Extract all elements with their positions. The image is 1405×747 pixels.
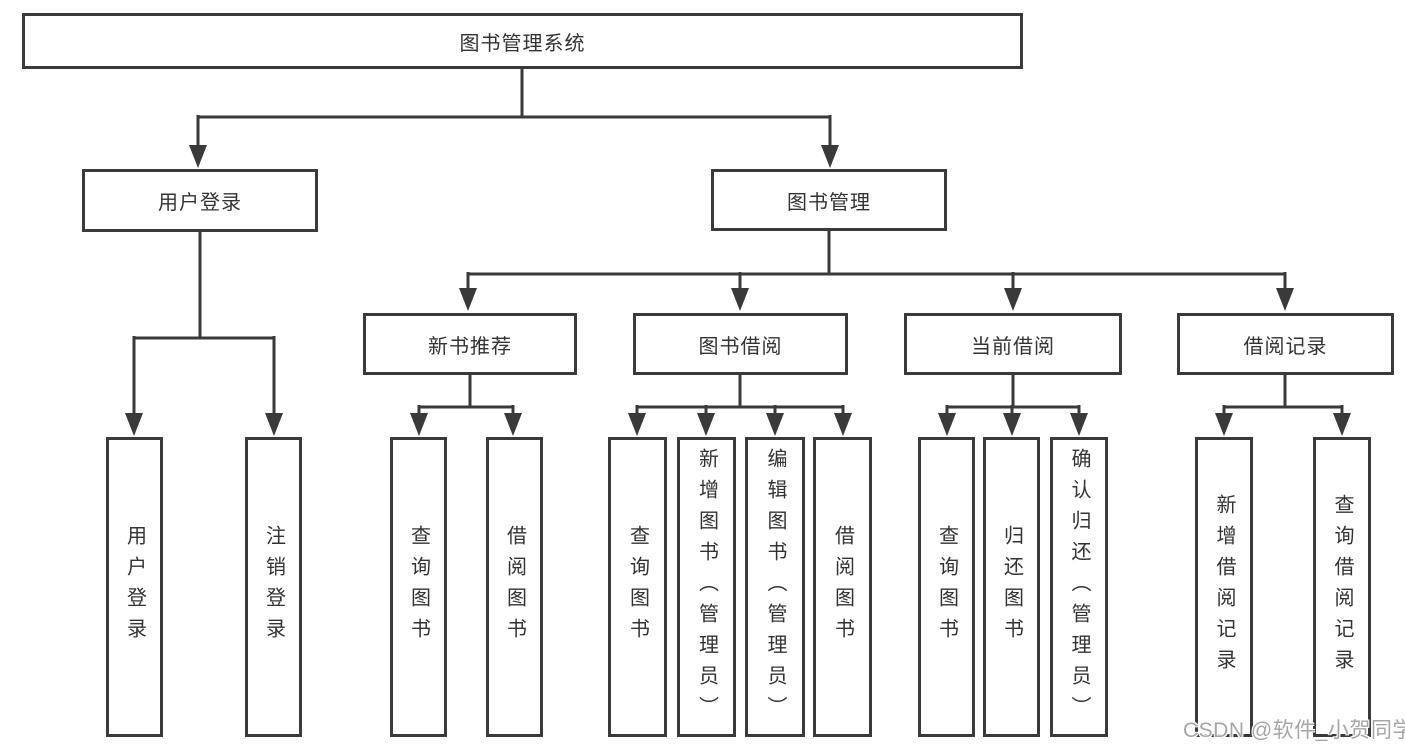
- arrowhead: [504, 413, 522, 436]
- node-label: 编辑图书（管理员）: [764, 447, 786, 727]
- node-label: 查询图书: [407, 525, 430, 649]
- connector-root-to-level2: [196, 68, 832, 150]
- node-label: 新增借阅记录: [1213, 494, 1235, 680]
- node-library-system: 图书管理系统: [22, 13, 1023, 69]
- leaf-edit-book-admin: 编辑图书（管理员）: [745, 437, 805, 737]
- node-label: 借阅图书: [831, 525, 854, 649]
- connector-newbook-to-leaves: [417, 375, 515, 419]
- connector-lines: [132, 68, 1344, 419]
- node-label: 用户登录: [158, 192, 242, 214]
- arrowhead: [410, 413, 428, 436]
- arrowhead: [189, 145, 207, 168]
- node-label: 借阅记录: [1243, 335, 1328, 358]
- leaf-confirm-return-admin: 确认归还（管理员）: [1050, 437, 1108, 737]
- arrowhead: [1004, 288, 1022, 311]
- node-label: 用户登录: [123, 525, 146, 649]
- arrowhead: [125, 413, 143, 436]
- arrowhead: [834, 413, 852, 436]
- arrowhead: [628, 413, 646, 436]
- node-book-borrowing: 图书借阅: [633, 313, 848, 375]
- leaf-query-books-current: 查询图书: [918, 437, 975, 737]
- arrowheads: [125, 145, 1351, 436]
- node-label: 新增图书（管理员）: [695, 447, 718, 727]
- node-borrowing-records: 借阅记录: [1177, 313, 1394, 375]
- node-label: 当前借阅: [971, 335, 1055, 358]
- node-current-borrowing: 当前借阅: [904, 313, 1122, 375]
- arrowhead: [766, 413, 784, 436]
- leaf-query-borrow-record: 查询借阅记录: [1313, 437, 1371, 737]
- connector-current-to-leaves: [945, 375, 1081, 419]
- node-label: 借阅图书: [503, 525, 526, 649]
- leaf-add-borrow-record: 新增借阅记录: [1195, 437, 1253, 737]
- node-label: 图书管理系统: [459, 32, 586, 55]
- node-label: 查询图书: [626, 525, 649, 649]
- csdn-watermark: CSDN @软件_小贺同学: [1183, 719, 1405, 742]
- node-new-book-recommendation: 新书推荐: [363, 313, 577, 375]
- node-label: 注销登录: [262, 525, 285, 649]
- connector-login-to-leaves: [132, 232, 276, 418]
- arrowhead: [1070, 413, 1088, 436]
- arrowhead: [459, 288, 477, 311]
- node-book-management: 图书管理: [711, 169, 947, 231]
- node-label: 图书借阅: [698, 335, 783, 358]
- connector-mgmt-to-level3: [466, 231, 1287, 292]
- arrowhead: [1215, 413, 1233, 436]
- arrowhead: [1276, 288, 1294, 311]
- leaf-add-book-admin: 新增图书（管理员）: [677, 437, 736, 737]
- leaf-query-books-recommend: 查询图书: [390, 437, 447, 737]
- leaf-borrow-books-borrowing: 借阅图书: [813, 437, 872, 737]
- arrowhead: [697, 413, 715, 436]
- arrowhead: [731, 288, 749, 311]
- node-label: 查询借阅记录: [1331, 494, 1353, 680]
- node-label: 归还图书: [1000, 525, 1023, 649]
- node-user-login: 用户登录: [82, 169, 318, 232]
- leaf-return-book: 归还图书: [983, 437, 1040, 737]
- arrowhead: [821, 145, 839, 168]
- leaf-borrow-books-recommend: 借阅图书: [486, 437, 543, 737]
- node-label: 确认归还（管理员）: [1068, 447, 1090, 727]
- leaf-user-login: 用户登录: [106, 437, 163, 737]
- leaf-logout: 注销登录: [245, 437, 302, 737]
- node-label: 图书管理: [787, 191, 871, 214]
- node-label: 查询图书: [935, 525, 958, 649]
- connector-records-to-leaves: [1222, 375, 1344, 419]
- arrowhead: [1003, 413, 1021, 436]
- arrowhead: [938, 413, 956, 436]
- arrowhead: [1333, 413, 1351, 436]
- connector-borrow-to-leaves: [635, 375, 845, 419]
- leaf-query-books-borrowing: 查询图书: [608, 437, 667, 737]
- node-label: 新书推荐: [428, 335, 512, 358]
- arrowhead: [265, 413, 283, 436]
